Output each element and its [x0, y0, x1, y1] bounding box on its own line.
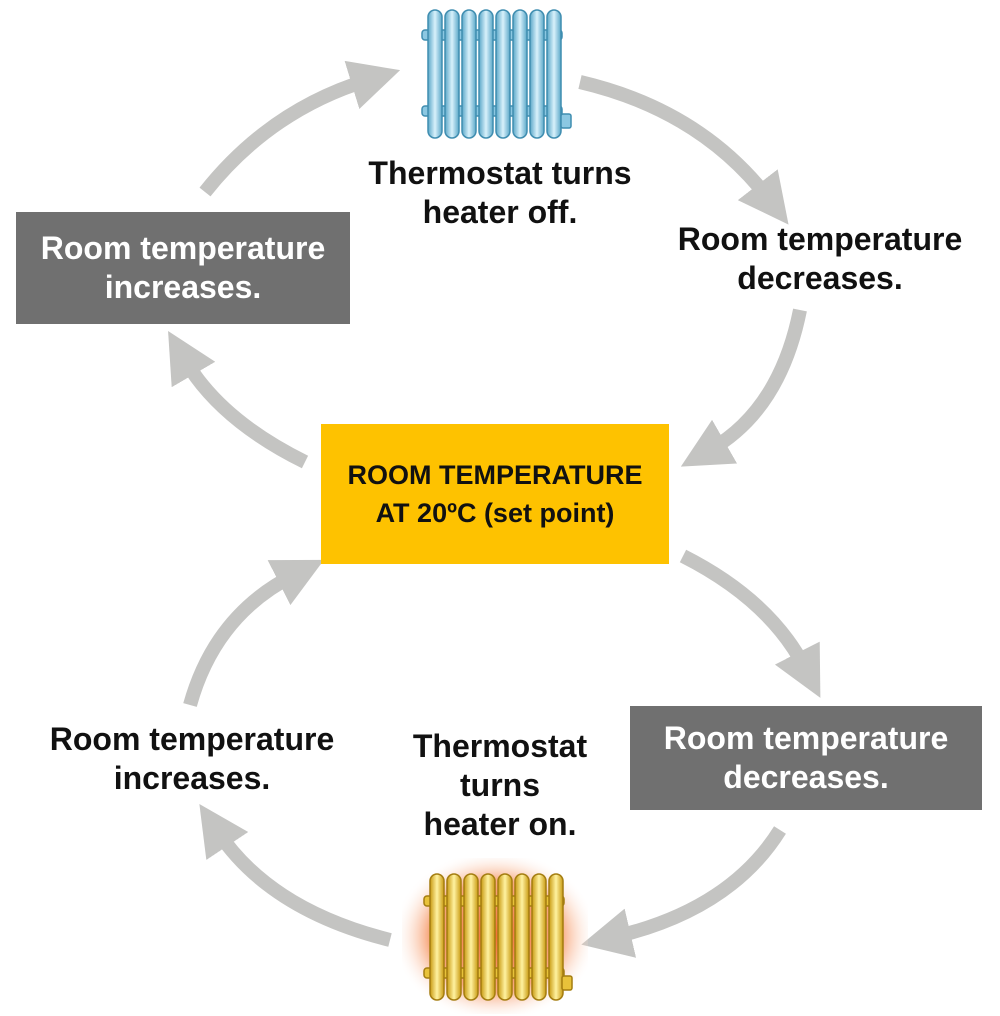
decreases-bottom-line2: decreases.	[723, 759, 889, 795]
heater-off-line2: heater off.	[422, 194, 578, 230]
arrow-topleft-to-top	[199, 60, 401, 197]
set-point-line2: AT 20ºC (set point)	[375, 498, 615, 528]
temperature-increases-label-bottom: Room temperature increases.	[20, 720, 364, 798]
arrow-topright-to-center	[680, 308, 807, 467]
arrow-center-to-topleft	[168, 330, 309, 469]
heater-off-line1: Thermostat turns	[368, 155, 632, 191]
increases-top-line1: Room temperature	[40, 230, 326, 266]
increases-top-line2: increases.	[104, 269, 262, 305]
temperature-decreases-box-bottom: Room temperature decreases.	[630, 706, 982, 810]
heater-on-line3: heater on.	[423, 806, 577, 842]
set-point-line1: ROOM TEMPERATURE	[347, 460, 643, 490]
heater-on-label: Thermostat turns heater on.	[370, 727, 630, 844]
heater-on-line2: turns	[460, 767, 540, 803]
arrow-bottomright-to-bottom	[581, 826, 786, 958]
cold-radiator-icon	[421, 9, 572, 139]
hot-radiator-icon	[402, 858, 588, 1014]
arrow-bottomleft-to-center	[183, 559, 324, 707]
decreases-top-line1: Room temperature	[677, 221, 963, 257]
heater-off-label: Thermostat turns heater off.	[330, 154, 670, 232]
arrow-bottom-to-bottomleft	[199, 804, 392, 947]
temperature-decreases-label-top: Room temperature decreases.	[648, 220, 992, 298]
arrow-top-to-topright	[578, 75, 789, 225]
decreases-bottom-line1: Room temperature	[663, 720, 949, 756]
set-point-box: ROOM TEMPERATURE AT 20ºC (set point)	[321, 424, 669, 564]
increases-bottom-line1: Room temperature	[49, 721, 335, 757]
temperature-increases-box-top: Room temperature increases.	[16, 212, 350, 324]
increases-bottom-line2: increases.	[113, 760, 271, 796]
decreases-top-line2: decreases.	[737, 260, 903, 296]
heater-on-line1: Thermostat	[412, 728, 588, 764]
arrow-center-to-bottomright	[679, 549, 821, 698]
